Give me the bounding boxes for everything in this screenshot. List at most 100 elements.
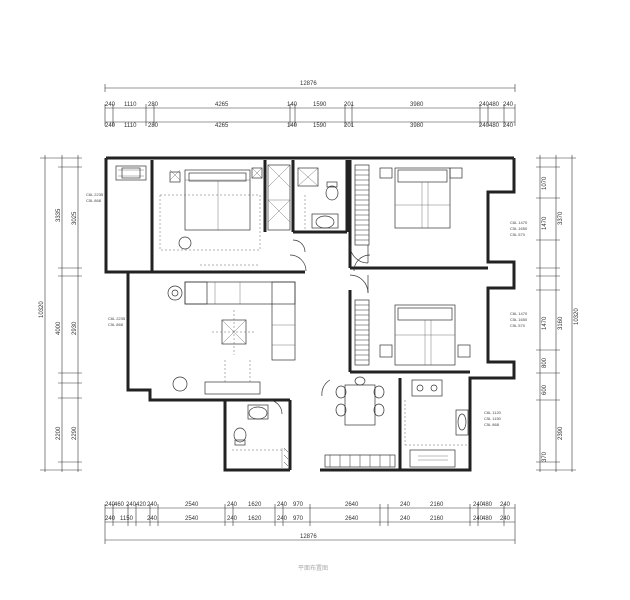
bottom-dimensions: 240 460 240 420 240 2540 240 1620 240 97… (104, 502, 516, 544)
bottom-dim-13: 2160 (430, 502, 444, 508)
left-seg-3: 2200 (56, 426, 62, 440)
bottom-dim2-7: 240 (277, 516, 288, 522)
bottom-dim2-2: 1150 (120, 516, 134, 522)
interior-walls (106, 160, 488, 470)
top-dim-6: 1590 (313, 102, 327, 108)
window-note-kitchen-1: C6L 1120 (484, 410, 502, 415)
right-seg-1: 3370 (558, 211, 564, 225)
bottom-dim-11: 2640 (345, 502, 359, 508)
bottom-dim2-8: 970 (293, 516, 304, 522)
top-dim2-6: 1590 (313, 123, 327, 129)
top-dim-4: 4265 (215, 102, 229, 108)
top-dim-11: 240 (503, 102, 514, 108)
window-note-kitchen-2: C5L 1150 (484, 416, 502, 421)
top-total-label: 12876 (300, 81, 317, 87)
top-dim-5: 140 (287, 102, 298, 108)
window-note-bed2-3: C5L 570 (510, 323, 526, 328)
window-note-bed2-1: C6L 1470 (510, 311, 528, 316)
bathroom-2 (232, 399, 289, 468)
left-seg-2: 4000 (56, 321, 62, 335)
window-note-upper-left-2: C5L 868 (86, 198, 102, 203)
left-inner-3: 2290 (72, 426, 78, 440)
top-dim2-11: 240 (503, 123, 514, 129)
footer-caption: 平面布置图 (298, 564, 328, 572)
top-dim2-7: 201 (344, 123, 355, 129)
bottom-dim-6: 2540 (185, 502, 199, 508)
top-dim-9: 240 (479, 102, 490, 108)
window-note-master-3: C5L 570 (510, 232, 526, 237)
bottom-dim-14: 240 (473, 502, 484, 508)
wardrobe (267, 164, 291, 231)
right-dimensions: 10320 3370 3160 2390 1070 1470 1470 800 … (536, 155, 580, 472)
bottom-dim2-12: 240 (473, 516, 484, 522)
bottom-dim2-3: 240 (147, 516, 158, 522)
top-dim2-9: 240 (479, 123, 490, 129)
master-bedroom (159, 167, 263, 266)
bottom-dim-5: 240 (147, 502, 158, 508)
bottom-dim2-1: 240 (105, 516, 116, 522)
bottom-dim2-9: 2640 (345, 516, 359, 522)
bottom-dim2-10: 240 (400, 516, 411, 522)
right-seg-3: 2390 (558, 426, 564, 440)
bottom-dim2-5: 240 (227, 516, 238, 522)
top-dim-7: 201 (344, 102, 355, 108)
bottom-dim-15: 480 (482, 502, 493, 508)
left-seg-1: 3335 (56, 208, 62, 222)
window-note-bed2-2: C5L 1650 (510, 317, 528, 322)
right-inner-6: 370 (542, 451, 548, 462)
top-dim2-5: 140 (287, 123, 298, 129)
left-total-label: 10320 (39, 301, 45, 318)
top-dim2-10: 480 (489, 123, 500, 129)
bottom-dim2-4: 2540 (185, 516, 199, 522)
door-swings (289, 254, 371, 397)
bottom-dim-8: 1620 (248, 502, 262, 508)
top-dim2-8: 3980 (410, 123, 424, 129)
bottom-dim-4: 420 (136, 502, 147, 508)
bottom-dim-10: 970 (293, 502, 304, 508)
bottom-dim2-14: 240 (500, 516, 511, 522)
bottom-dim-7: 240 (227, 502, 238, 508)
window-note-upper-left-1: C6L 2235 (86, 192, 104, 197)
window-note-master-1: C6L 1470 (510, 220, 528, 225)
top-dim2-2: 1110 (124, 123, 137, 129)
window-note-master-2: C5L 1650 (510, 226, 528, 231)
right-inner-1: 1070 (542, 176, 548, 190)
top-dim-10: 480 (489, 102, 500, 108)
right-inner-5: 600 (542, 384, 548, 395)
right-total-label: 10320 (574, 308, 580, 325)
bottom-total-label: 12876 (300, 534, 317, 540)
bottom-dim-1: 240 (105, 502, 116, 508)
top-dimensions: 12876 240 1110 280 4265 140 1590 201 398… (104, 81, 516, 129)
top-dim2-1: 240 (105, 123, 116, 129)
window-note-living-2: C5L 868 (108, 322, 124, 327)
dining-area (324, 376, 396, 468)
window-notes: C6L 2235 C5L 868 C6L 2235 C5L 868 C6L 14… (86, 192, 528, 427)
window-note-kitchen-3: C5L 868 (484, 422, 500, 427)
right-inner-4: 800 (542, 357, 548, 368)
bottom-dim-2: 460 (114, 502, 125, 508)
bottom-dim2-11: 2160 (430, 516, 444, 522)
right-seg-2: 3160 (558, 316, 564, 330)
left-inner-2: 2930 (72, 321, 78, 335)
bottom-dim-3: 240 (126, 502, 137, 508)
living-room (167, 281, 296, 395)
top-dim-2: 1110 (124, 102, 137, 108)
top-dim-8: 3980 (410, 102, 424, 108)
bottom-dim-12: 240 (400, 502, 411, 508)
exterior-walls (104, 156, 516, 472)
kitchen (404, 379, 469, 468)
bottom-dim-16: 240 (500, 502, 511, 508)
right-inner-3: 1470 (542, 316, 548, 330)
bedroom-2 (349, 164, 463, 264)
right-inner-2: 1470 (542, 216, 548, 230)
bathroom-1 (292, 167, 339, 253)
bedroom-3 (349, 274, 471, 366)
bottom-dim2-13: 480 (482, 516, 493, 522)
top-dim2-4: 4265 (215, 123, 229, 129)
left-inner-1: 3025 (72, 211, 78, 225)
top-dim2-3: 280 (148, 123, 159, 129)
top-dim-3: 280 (148, 102, 159, 108)
bottom-dim2-6: 1620 (248, 516, 262, 522)
study-room (115, 165, 147, 181)
